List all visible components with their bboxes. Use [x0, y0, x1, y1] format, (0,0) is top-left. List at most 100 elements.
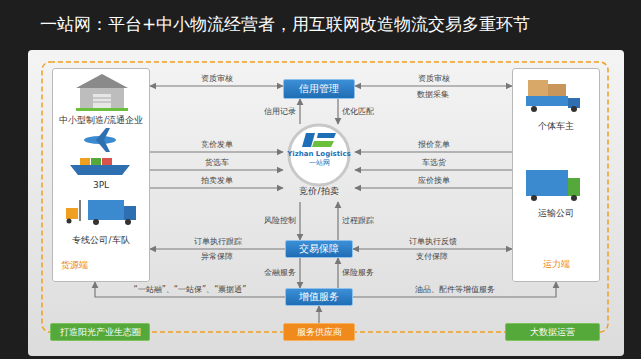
- panel-fill: [52, 68, 150, 282]
- flow-arrow: [299, 99, 300, 124]
- process-box: 大数据运营: [505, 323, 600, 341]
- edge-label-wrap: 竞价发单: [201, 140, 233, 150]
- edge-label-wrap: 订单执行跟踪: [194, 237, 242, 247]
- node-label: 运力端: [513, 259, 599, 270]
- flow-arrow: [150, 85, 283, 86]
- flow-arrow: [299, 202, 300, 240]
- edge-label-wrap: “一站融”、“一站保”、“票据通”: [134, 285, 247, 295]
- art-shape: [124, 206, 136, 220]
- art-shape: [80, 158, 90, 165]
- note-label: 数据采集: [417, 90, 449, 100]
- art-shape: [102, 158, 112, 165]
- node-label: Yizhan Logistics: [283, 150, 355, 159]
- edge-label-wrap: 风险控制: [264, 216, 296, 226]
- edge-label: 过程跟踪: [342, 216, 374, 226]
- art-shape: [96, 140, 110, 152]
- art-shape: [528, 80, 548, 96]
- art-shape: [93, 98, 111, 99]
- flow-arrow: [355, 169, 512, 170]
- flow-arrow: [318, 306, 319, 323]
- node-label: 一站网: [283, 159, 355, 168]
- art-shape: [96, 128, 110, 140]
- logo-mark: [302, 133, 336, 147]
- note-label: 异常保障: [201, 252, 233, 262]
- box-label: 信用管理: [299, 83, 339, 96]
- node-label: 3PL: [53, 180, 149, 191]
- edge-label: 信用记录: [264, 107, 296, 117]
- process-box: 打造阳光产业生态圈: [50, 323, 150, 341]
- box-label: 大数据运营: [530, 326, 575, 339]
- edge-label: 资质审核: [418, 74, 450, 84]
- art-shape: [93, 94, 111, 109]
- edge-label: 订单执行跟踪: [194, 237, 242, 247]
- box-label: 服务供应商: [297, 326, 342, 339]
- flow-arrow: [337, 258, 338, 288]
- edge-label: 拍卖发单: [201, 176, 233, 186]
- note-label-wrap: 异常保障: [201, 252, 233, 262]
- flow-arrow: [150, 169, 283, 170]
- edge-label: 金融服务: [264, 268, 296, 278]
- edge-label: 竞价发单: [201, 140, 233, 150]
- edge-label-wrap: 资质审核: [201, 74, 233, 84]
- edge-label: 油品、配件等增值服务: [415, 285, 495, 295]
- art-shape: [568, 178, 580, 196]
- flow-arrow: [150, 187, 283, 188]
- edge-label-wrap: 报价竞单: [418, 140, 450, 150]
- edge-label-wrap: 油品、配件等增值服务: [415, 285, 495, 295]
- art-shape: [312, 141, 334, 147]
- box-label: 交易保障: [299, 243, 339, 256]
- art-shape: [548, 84, 566, 96]
- edge-label: “一站融”、“一站保”、“票据通”: [134, 285, 247, 295]
- edge-label-wrap: 拍卖发单: [201, 176, 233, 186]
- panel-fill: [512, 68, 600, 282]
- node-label: 专线公司/车队: [53, 235, 149, 246]
- edge-label: 保险服务: [342, 268, 374, 278]
- art-shape: [76, 108, 128, 111]
- box-label: 打造阳光产业生态圈: [60, 326, 141, 339]
- edge-label-wrap: 优化匹配: [342, 107, 374, 117]
- art-shape: [531, 106, 537, 112]
- node-label: 运输公司: [513, 208, 599, 219]
- edge-label: 订单执行反馈: [409, 237, 457, 247]
- art-shape: [93, 102, 111, 103]
- flow-arrow: [355, 85, 512, 86]
- edge-label: 货选车: [205, 158, 229, 168]
- group-panel: 中小型制造/流通企业 3PL 专线公司/车队货源端: [52, 68, 150, 282]
- light-area: [28, 50, 624, 356]
- edge-label: 应价接单: [418, 176, 450, 186]
- flow-arrow: [150, 151, 283, 152]
- van-truck-icon: [526, 170, 580, 201]
- edge-label-wrap: 过程跟踪: [342, 216, 374, 226]
- art-shape: [91, 158, 101, 165]
- process-box: 增值服务: [285, 288, 353, 306]
- edge-label-wrap: 资质审核: [418, 74, 450, 84]
- art-shape: [526, 170, 568, 196]
- edge-label: 资质审核: [201, 74, 233, 84]
- edge-label: 车选货: [422, 158, 446, 168]
- note-label-wrap: 支付保障: [416, 252, 448, 262]
- flow-arrow: [95, 282, 285, 297]
- flow-arrow: [353, 248, 512, 249]
- flow-arrow: [355, 151, 512, 152]
- plane-ship-icon: [70, 128, 130, 175]
- edge-label-wrap: 金融服务: [264, 268, 296, 278]
- node-label: 中小型制造/流通企业: [53, 115, 149, 126]
- edge-label-wrap: 货选车: [205, 158, 229, 168]
- edge-label-wrap: 保险服务: [342, 268, 374, 278]
- node-label: 个体车主: [513, 121, 599, 132]
- slide-title: 一站网：平台+中小物流经营者，用互联网改造物流交易多重环节: [40, 13, 530, 36]
- edge-label-wrap: 订单执行反馈: [409, 237, 457, 247]
- edge-label-wrap: 应价接单: [418, 176, 450, 186]
- process-box: 服务供应商: [283, 323, 355, 341]
- node-label: 货源端: [53, 260, 149, 271]
- flow-arrow: [355, 187, 512, 188]
- box-truck-icon: [526, 80, 580, 112]
- art-shape: [70, 165, 130, 175]
- art-shape: [76, 74, 128, 88]
- edge-label: 风险控制: [264, 216, 296, 226]
- flow-arrow: [150, 248, 285, 249]
- art-shape: [125, 219, 131, 225]
- flow-arrow: [353, 282, 556, 297]
